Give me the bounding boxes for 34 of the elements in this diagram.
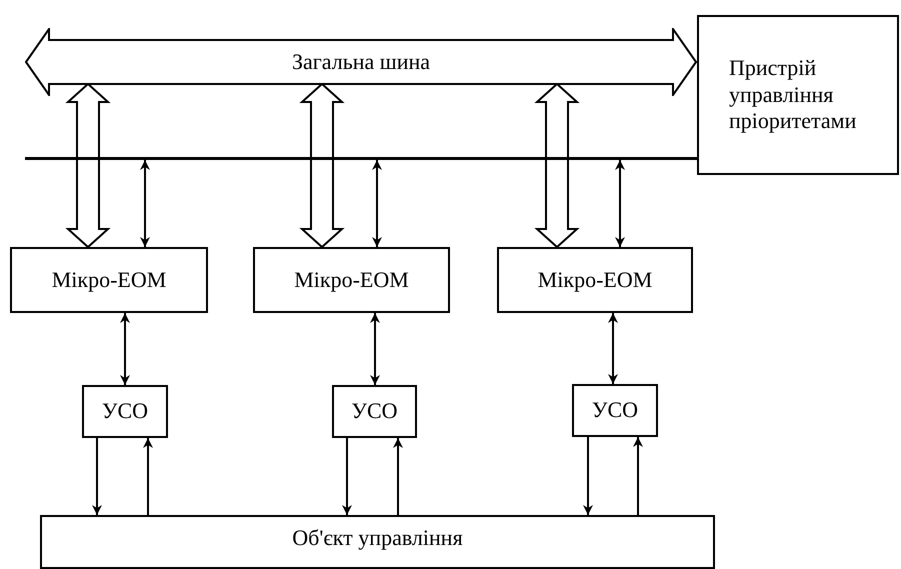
process-box: [332, 385, 417, 438]
process-box: [82, 385, 168, 438]
arrow: [120, 313, 130, 385]
arrow: [370, 313, 380, 385]
arrow: [608, 313, 618, 384]
arrow: [140, 160, 150, 247]
process-box: [10, 247, 208, 313]
bus-link-arrow: [65, 82, 111, 248]
node-label: Об'єкт управління: [292, 524, 463, 552]
process-box: [253, 247, 450, 313]
node-label: Мікро-ЕОМ: [538, 266, 652, 294]
arrow: [633, 437, 643, 515]
node-label: Мікро-ЕОМ: [52, 266, 166, 294]
bus-arrow-shape: [25, 28, 697, 96]
bus-link-arrow: [534, 82, 580, 248]
arrow: [342, 438, 352, 515]
arrow: [583, 437, 593, 515]
node-label: Мікро-ЕОМ: [294, 266, 409, 294]
process-box: [697, 15, 899, 175]
node-label: УСО: [102, 398, 148, 425]
arrow: [372, 160, 382, 247]
process-box: [572, 384, 658, 437]
arrow: [615, 160, 625, 247]
node-label: Пристрій управління пріоритетами: [729, 55, 858, 135]
arrow: [92, 438, 102, 515]
control-line: [25, 157, 697, 160]
node-label: УСО: [592, 397, 638, 424]
arrow: [143, 438, 153, 515]
bus-link-arrow: [299, 82, 345, 248]
node-label: Загальна шина: [292, 48, 430, 76]
node-label: УСО: [351, 398, 398, 425]
process-box: [40, 515, 715, 569]
process-box: [497, 247, 693, 313]
arrow: [393, 438, 403, 515]
